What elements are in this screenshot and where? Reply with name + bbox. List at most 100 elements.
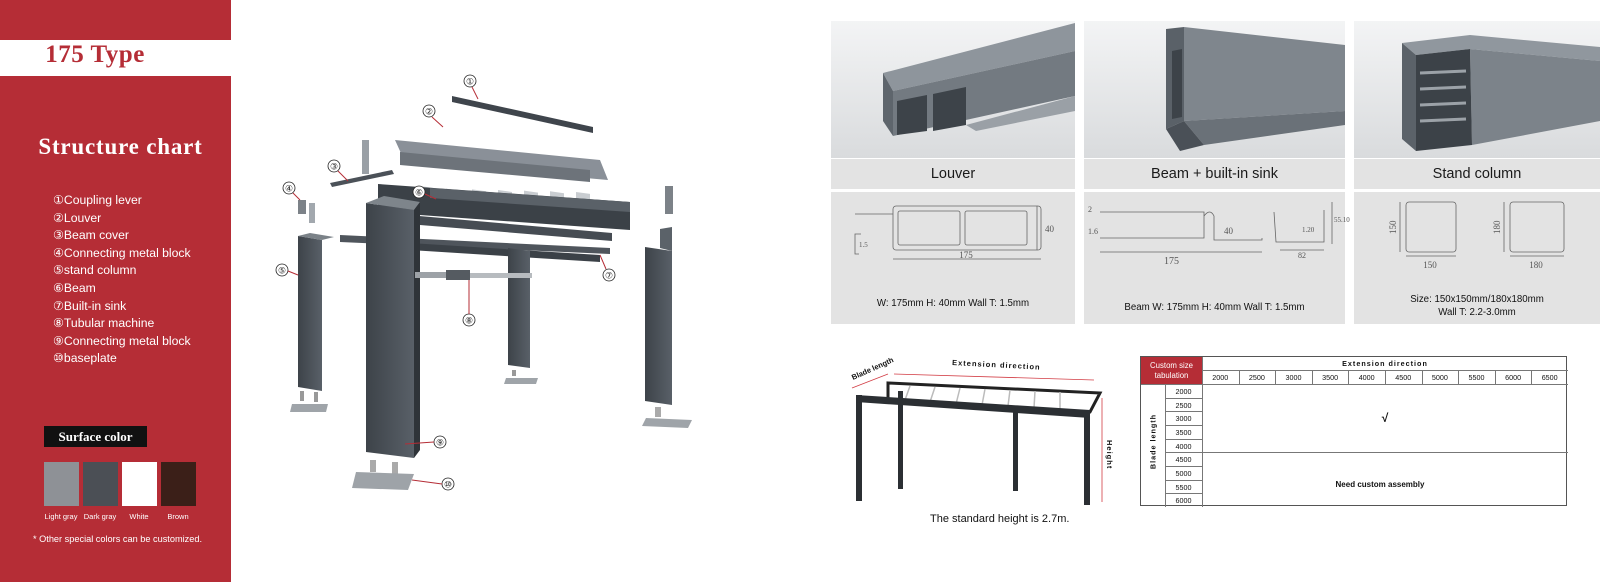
profile-name: Stand column — [1354, 159, 1600, 189]
type-band — [0, 40, 231, 76]
top-frame — [340, 184, 630, 262]
louver-section-drawing: 175 40 1.5 — [831, 192, 1075, 324]
blade-length-header: Blade length — [1148, 413, 1158, 470]
column-header: 4500 — [1395, 373, 1412, 382]
beam-height-dim: 40 — [1224, 226, 1234, 236]
swatch-dark-gray — [83, 462, 118, 506]
column-divider — [1238, 370, 1240, 384]
profile-name: Beam + built-in sink — [1084, 159, 1345, 189]
profile-card-beam: Beam + built-in sink 175 40 2 1.6 82 1.2… — [1084, 21, 1350, 326]
standard-custom-divider — [1202, 452, 1568, 453]
beam-cover — [330, 140, 394, 187]
row-divider — [1165, 493, 1202, 495]
column-header: 4000 — [1358, 373, 1375, 382]
beam-total-height-dim: 55.10 — [1334, 216, 1350, 224]
part-item: ③Beam cover — [53, 228, 129, 243]
stand-column-left — [290, 233, 334, 412]
column-header: 3000 — [1285, 373, 1302, 382]
side-panel: 175 Type Structure chart ①Coupling lever… — [0, 0, 231, 582]
column-divider — [1311, 370, 1313, 384]
sink-height-dim: 1.20 — [1302, 226, 1315, 234]
column-header: 2500 — [1248, 373, 1265, 382]
callout-10: ⑩ — [411, 477, 455, 491]
column-header: 6000 — [1505, 373, 1522, 382]
louver-lip-dim: 1.5 — [859, 241, 868, 249]
profile-card-column: Stand column 150 150 180 180 Size: 150x1… — [1354, 21, 1600, 326]
callout-label: ⑧ — [465, 316, 473, 326]
column-divider — [1385, 370, 1386, 384]
dimension-lines — [851, 373, 1103, 502]
table-corner-label: Custom size tabulation — [1150, 361, 1193, 380]
row-header: 6000 — [1175, 496, 1192, 506]
callout-label: ② — [425, 107, 433, 117]
row-divider — [1165, 466, 1202, 467]
louver-width-dim: 175 — [959, 250, 973, 260]
stand-column-front — [352, 196, 420, 490]
row-header: 3000 — [1175, 414, 1192, 424]
row-header: 5000 — [1175, 469, 1192, 478]
beam-wall-dim: 1.6 — [1088, 227, 1098, 236]
column-b-height-dim: 180 — [1492, 220, 1502, 234]
callout-label: ⑨ — [436, 438, 444, 448]
part-item: ⑧Tubular machine — [53, 316, 155, 331]
callout-label: ⑤ — [278, 266, 286, 276]
row-divider — [1165, 411, 1202, 413]
exploded-structure-diagram: ① ② ③ ④ ⑤ ⑥ ⑦ ⑧ ⑨ ⑩ — [275, 74, 692, 491]
part-item: ④Connecting metal block — [53, 245, 191, 260]
part-item: ⑩baseplate — [53, 351, 117, 366]
row-header: 3500 — [1175, 428, 1192, 437]
column-header: 5000 — [1431, 373, 1448, 382]
column-header: 3500 — [1322, 373, 1339, 382]
part-item: ⑥Beam — [53, 280, 96, 295]
part-item: ⑨Connecting metal block — [53, 333, 191, 348]
table-corner — [1141, 357, 1202, 384]
column-a-height-dim: 150 — [1388, 220, 1398, 234]
swatch-label: Dark gray — [83, 512, 117, 521]
beam-top-dim: 2 — [1088, 205, 1092, 214]
extension-direction-header: Extension direction — [1342, 359, 1428, 368]
column-divider — [1275, 370, 1277, 384]
swatch-light-gray — [44, 462, 79, 506]
column-photo — [1354, 21, 1600, 158]
callout-1: ① — [463, 74, 479, 100]
callout-7: ⑦ — [599, 254, 616, 282]
callout-label: ④ — [285, 184, 293, 194]
column-divider — [1421, 370, 1423, 384]
row-header: 4000 — [1175, 441, 1192, 451]
surface-color-label: Surface color — [44, 426, 147, 447]
beam-width-dim: 175 — [1164, 256, 1179, 267]
column-header: 6500 — [1541, 373, 1558, 382]
column-divider — [1348, 370, 1350, 384]
profile-spec: Beam W: 175mm H: 40mm Wall T: 1.5mm — [1124, 302, 1305, 313]
column-a-width-dim: 150 — [1423, 260, 1437, 270]
column-section-drawing: 150 150 180 180 — [1354, 192, 1600, 324]
header-bottom-line — [1141, 384, 1568, 385]
profile-spec: Wall T: 2.2-3.0mm — [1438, 307, 1516, 318]
column-header: 2000 — [1212, 373, 1229, 382]
callout-5: ⑤ — [275, 263, 299, 277]
connecting-block-top-right — [665, 186, 673, 214]
swatch-label: White — [129, 512, 149, 521]
stand-column-right — [642, 227, 692, 428]
part-item: ⑦Built-in sink — [53, 298, 127, 313]
part-item: ⑤stand column — [53, 263, 137, 278]
swatch-white — [122, 462, 157, 506]
extension-direction-label: Extension direction — [952, 358, 1041, 372]
swatch-label: Brown — [167, 512, 189, 521]
type-title: 175 Type — [45, 41, 145, 68]
louver-height-dim: 40 — [1045, 224, 1055, 234]
callout-label: ⑥ — [415, 188, 423, 198]
row-header-divider — [1202, 357, 1203, 507]
column-b-width-dim: 180 — [1529, 260, 1543, 270]
custom-size-table: Custom size tabulation Extension directi… — [1140, 356, 1568, 507]
stand-column-middle — [504, 248, 538, 384]
beam-section-drawing: 175 40 2 1.6 82 1.20 55.10 — [1084, 192, 1350, 324]
callout-3: ③ — [327, 159, 349, 182]
blade-length-label: Blade length — [850, 355, 895, 382]
row-divider — [1165, 452, 1202, 454]
row-header: 2500 — [1175, 400, 1192, 410]
row-divider — [1165, 397, 1202, 399]
part-item: ②Louver — [53, 210, 102, 225]
swatch-label: Light gray — [44, 512, 78, 521]
callout-4: ④ — [282, 181, 301, 201]
